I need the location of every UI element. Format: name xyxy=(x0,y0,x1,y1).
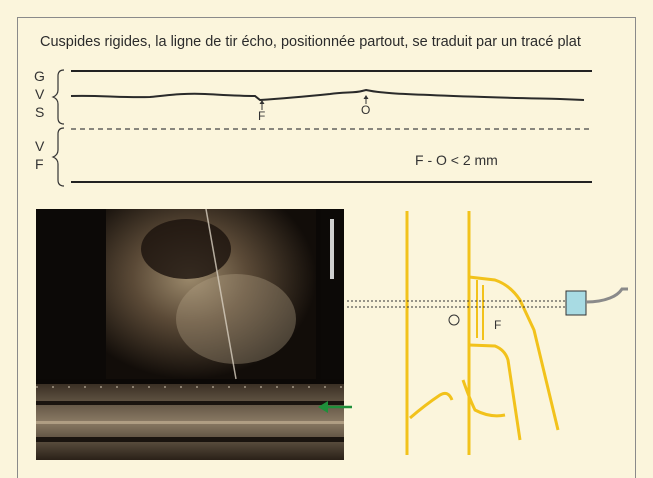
brace-upper xyxy=(51,69,65,125)
figure-caption: Cuspides rigides, la ligne de tir écho, … xyxy=(40,34,581,50)
label-v-upper: V xyxy=(35,86,45,102)
label-v-lower: V xyxy=(35,138,45,154)
flat-trace xyxy=(70,88,585,102)
figure-frame xyxy=(17,17,636,478)
brace-lower xyxy=(51,127,65,187)
point-f-label: F xyxy=(494,318,502,332)
echo-image xyxy=(36,209,344,460)
label-s: S xyxy=(35,104,45,120)
distance-formula: F - O < 2 mm xyxy=(415,152,498,168)
label-f: F xyxy=(35,156,44,172)
label-g: G xyxy=(34,68,45,84)
marker-o-label: O xyxy=(361,103,371,117)
marker-f-label: F xyxy=(258,109,266,123)
